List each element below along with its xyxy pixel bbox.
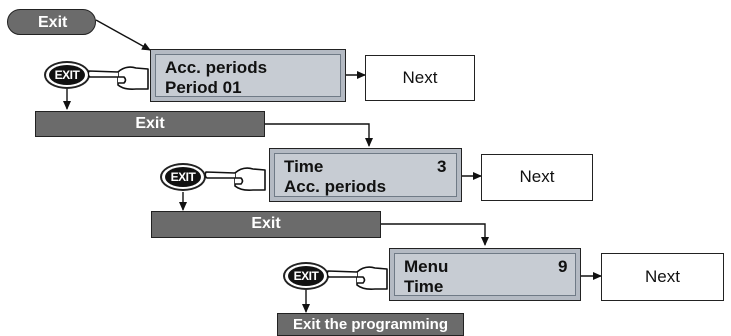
exit-bar-step3: Exit the programming bbox=[277, 313, 464, 336]
arrow-bar2-to-step3 bbox=[381, 223, 489, 246]
pointing-hand-icon bbox=[205, 167, 266, 191]
lcd-line1: Menu bbox=[404, 257, 449, 276]
exit-start-label: Exit bbox=[7, 9, 96, 35]
lcd-display-step1: Acc. periods Period 01 bbox=[150, 49, 346, 102]
exit-key-icon: EXIT bbox=[283, 262, 329, 290]
lcd-line2: Acc. periods bbox=[284, 177, 387, 196]
arrow-bar1-to-step2 bbox=[265, 123, 373, 147]
exit-key-label: EXIT bbox=[165, 167, 201, 187]
lcd-line1: Acc. periods bbox=[165, 58, 268, 77]
lcd-number: 3 bbox=[437, 157, 447, 176]
next-box-step2: Next bbox=[481, 154, 593, 201]
exit-key-label: EXIT bbox=[288, 266, 324, 286]
exit-bar-step2: Exit bbox=[151, 211, 381, 238]
next-box-step3: Next bbox=[601, 253, 724, 301]
exit-key-icon: EXIT bbox=[160, 163, 206, 191]
lcd-number: 9 bbox=[558, 257, 568, 276]
next-box-step1: Next bbox=[365, 55, 475, 101]
exit-key-label: EXIT bbox=[49, 65, 85, 85]
pointing-hand-icon bbox=[327, 266, 388, 290]
exit-key-icon: EXIT bbox=[44, 61, 90, 89]
lcd-display-step3: Menu 9 Time bbox=[389, 248, 581, 301]
lcd-line2: Time bbox=[404, 277, 444, 296]
lcd-line1: Time bbox=[284, 157, 324, 176]
pointing-hand-icon bbox=[88, 66, 149, 90]
lcd-line2: Period 01 bbox=[165, 78, 242, 97]
exit-bar-step1: Exit bbox=[35, 111, 265, 137]
arrow-exit-to-step1 bbox=[95, 19, 151, 51]
lcd-display-step2: Time 3 Acc. periods bbox=[269, 148, 462, 202]
